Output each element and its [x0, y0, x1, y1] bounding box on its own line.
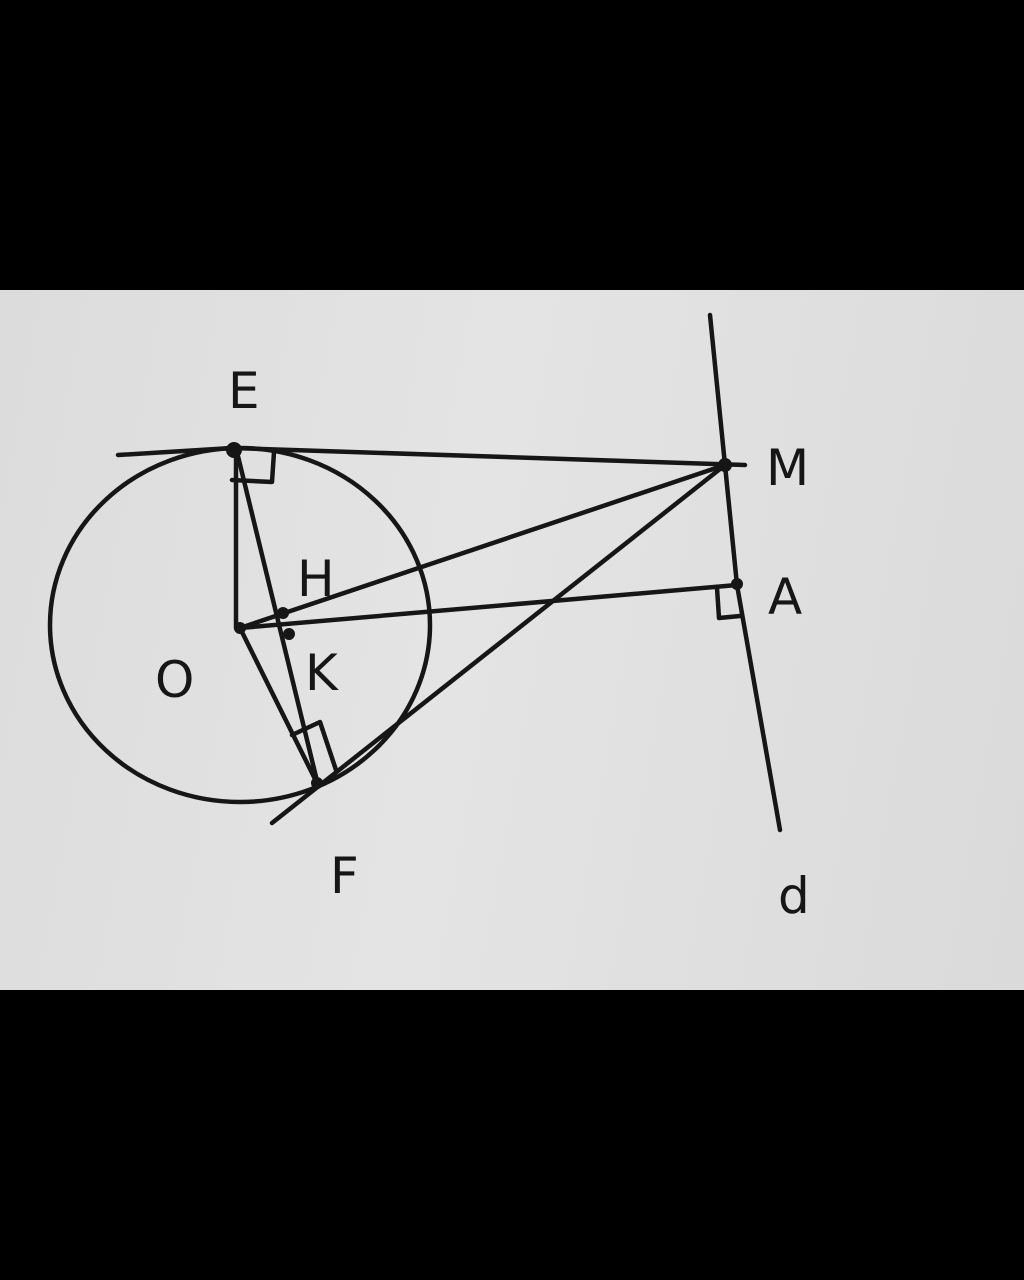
segment-of [237, 625, 321, 788]
label-d: d [778, 867, 810, 925]
line-d [707, 312, 783, 833]
point-h [277, 607, 289, 619]
label-m: M [766, 439, 809, 497]
right-angle-mark-f [289, 719, 339, 773]
label-k: K [305, 644, 339, 702]
point-o [234, 622, 246, 634]
segment-mo [237, 462, 728, 631]
point-a [731, 578, 743, 590]
label-e: E [228, 362, 260, 420]
point-k [283, 628, 295, 640]
tangent-line-mf [269, 462, 728, 826]
right-angle-mark-a [714, 585, 743, 621]
point-m [718, 458, 732, 472]
label-h: H [297, 550, 335, 608]
segment-oa [237, 582, 740, 631]
right-angle-mark-e [229, 449, 277, 485]
label-f: F [330, 847, 359, 905]
tangent-line-em [115, 445, 748, 468]
label-a: A [768, 568, 802, 626]
geometry-diagram: E M A H O K F d [47, 312, 810, 925]
label-o: O [155, 651, 194, 709]
point-e [226, 442, 242, 458]
point-f [311, 777, 323, 789]
paper-sheet [0, 290, 1024, 990]
